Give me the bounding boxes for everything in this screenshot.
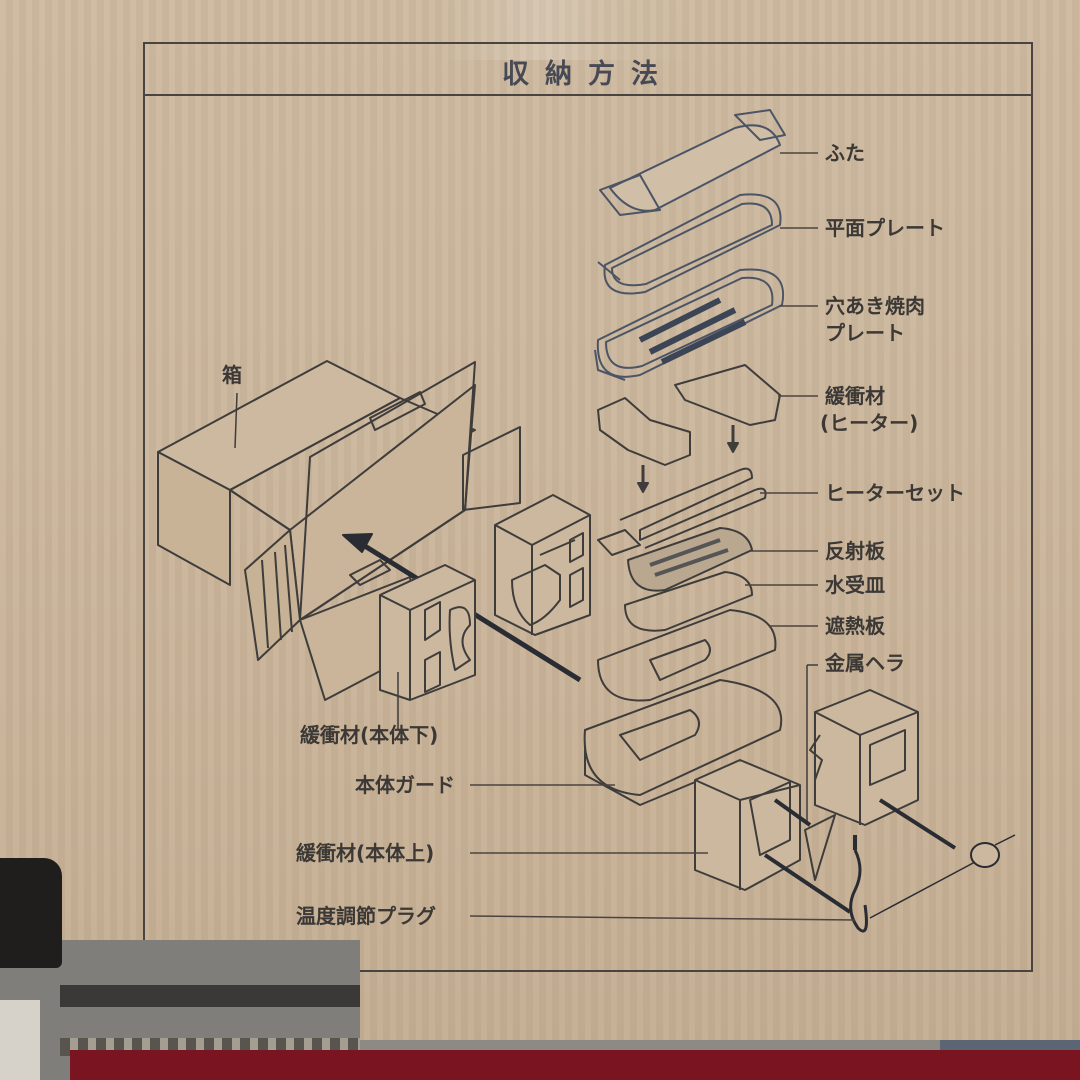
flat-plate-illustration (597, 193, 782, 295)
main-body-illustration (583, 679, 783, 806)
water-tray-illustration (624, 571, 753, 632)
metal-spatula-illustration (804, 664, 836, 881)
label-cushion-body-bottom: 緩衝材(本体下) (300, 723, 439, 747)
leader-lines (469, 152, 856, 921)
box-illustration (157, 360, 521, 701)
cushion-body-top-illustration (694, 759, 801, 891)
label-box: 箱 (222, 363, 242, 387)
plug-illustration (763, 798, 1016, 933)
label-cushion-heater-line1: 緩衝材 (825, 384, 885, 408)
label-lid: ふた (825, 141, 865, 165)
label-metal-spatula: 金属ヘラ (825, 651, 905, 675)
page-title: 収納方法 (502, 59, 674, 90)
label-heat-shield: 遮熱板 (825, 614, 885, 638)
title-band: 収納方法 (143, 42, 1033, 96)
torn-hole-shadow-strip (60, 985, 360, 1007)
label-perforated-plate-line1: 穴あき焼肉 (825, 294, 925, 318)
lid-illustration (599, 109, 786, 216)
torn-edge-light (0, 1000, 40, 1080)
label-cushion-heater-line2: (ヒーター) (820, 411, 919, 435)
light-glare (440, 0, 700, 60)
heat-shield-illustration (597, 609, 777, 702)
reflector-illustration (627, 527, 753, 592)
label-heater-set: ヒーターセット (825, 481, 965, 505)
box-bottom-edge (360, 1040, 1080, 1052)
label-water-tray: 水受皿 (825, 573, 885, 597)
perforated-plate-illustration (594, 268, 785, 381)
cushion-middle-illustration (494, 494, 591, 636)
label-temperature-plug: 温度調節プラグ (296, 904, 436, 928)
spatula-cushion-illustration (809, 689, 919, 826)
torn-hole-shadow (0, 858, 62, 968)
label-reflector: 反射板 (825, 539, 885, 563)
label-cushion-body-top: 緩衝材(本体上) (296, 841, 435, 865)
instruction-frame (143, 42, 1033, 972)
red-surface (70, 1050, 1080, 1080)
heater-cushion-illustration (597, 364, 781, 493)
label-body-guard: 本体ガード (355, 773, 455, 797)
cushion-body-bottom-illustration (379, 564, 476, 730)
label-perforated-plate-line2: プレート (825, 321, 905, 345)
label-flat-plate: 平面プレート (825, 216, 945, 240)
